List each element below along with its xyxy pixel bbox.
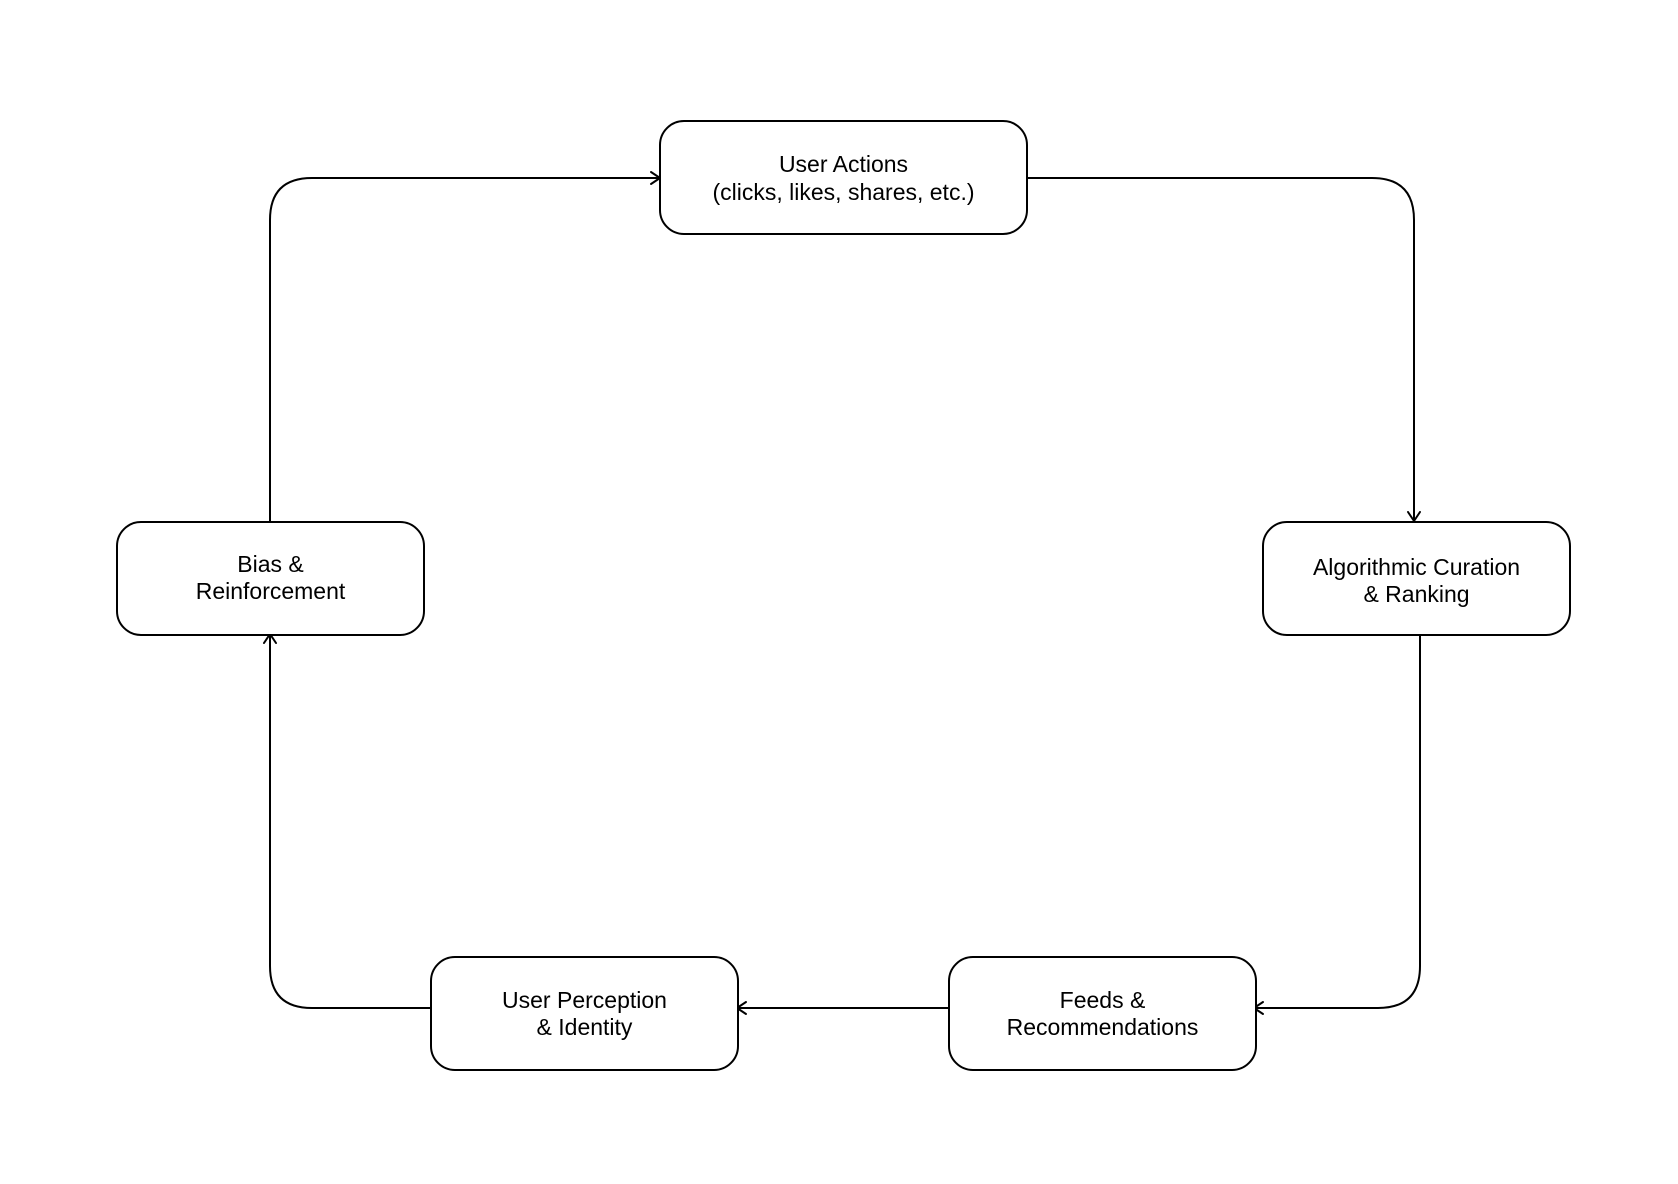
node-label-line1: User Perception xyxy=(502,987,667,1013)
node-label-line2: (clicks, likes, shares, etc.) xyxy=(713,179,975,205)
node-feeds-recommendations: Feeds & Recommendations xyxy=(948,956,1257,1071)
node-label-line1: Algorithmic Curation xyxy=(1313,554,1520,580)
node-label-line2: & Identity xyxy=(537,1014,633,1040)
node-label-line2: Recommendations xyxy=(1007,1014,1199,1040)
node-user-perception: User Perception & Identity xyxy=(430,956,739,1071)
node-label-line1: Bias & xyxy=(237,551,303,577)
edge-curation-to-feeds xyxy=(1255,634,1421,1009)
node-label-line2: & Ranking xyxy=(1363,581,1469,607)
node-label-line2: Reinforcement xyxy=(196,578,346,604)
node-user-actions: User Actions (clicks, likes, shares, etc… xyxy=(659,120,1028,235)
edge-user-actions-to-curation xyxy=(1028,177,1415,520)
connectors xyxy=(263,171,1421,1015)
node-bias-reinforcement: Bias & Reinforcement xyxy=(116,521,425,636)
edge-bias-to-user-actions xyxy=(269,177,659,521)
node-label-line1: User Actions xyxy=(779,151,908,177)
edge-perception-to-bias xyxy=(269,635,430,1009)
node-label-line1: Feeds & xyxy=(1060,987,1146,1013)
node-algorithmic-curation: Algorithmic Curation & Ranking xyxy=(1262,521,1571,636)
